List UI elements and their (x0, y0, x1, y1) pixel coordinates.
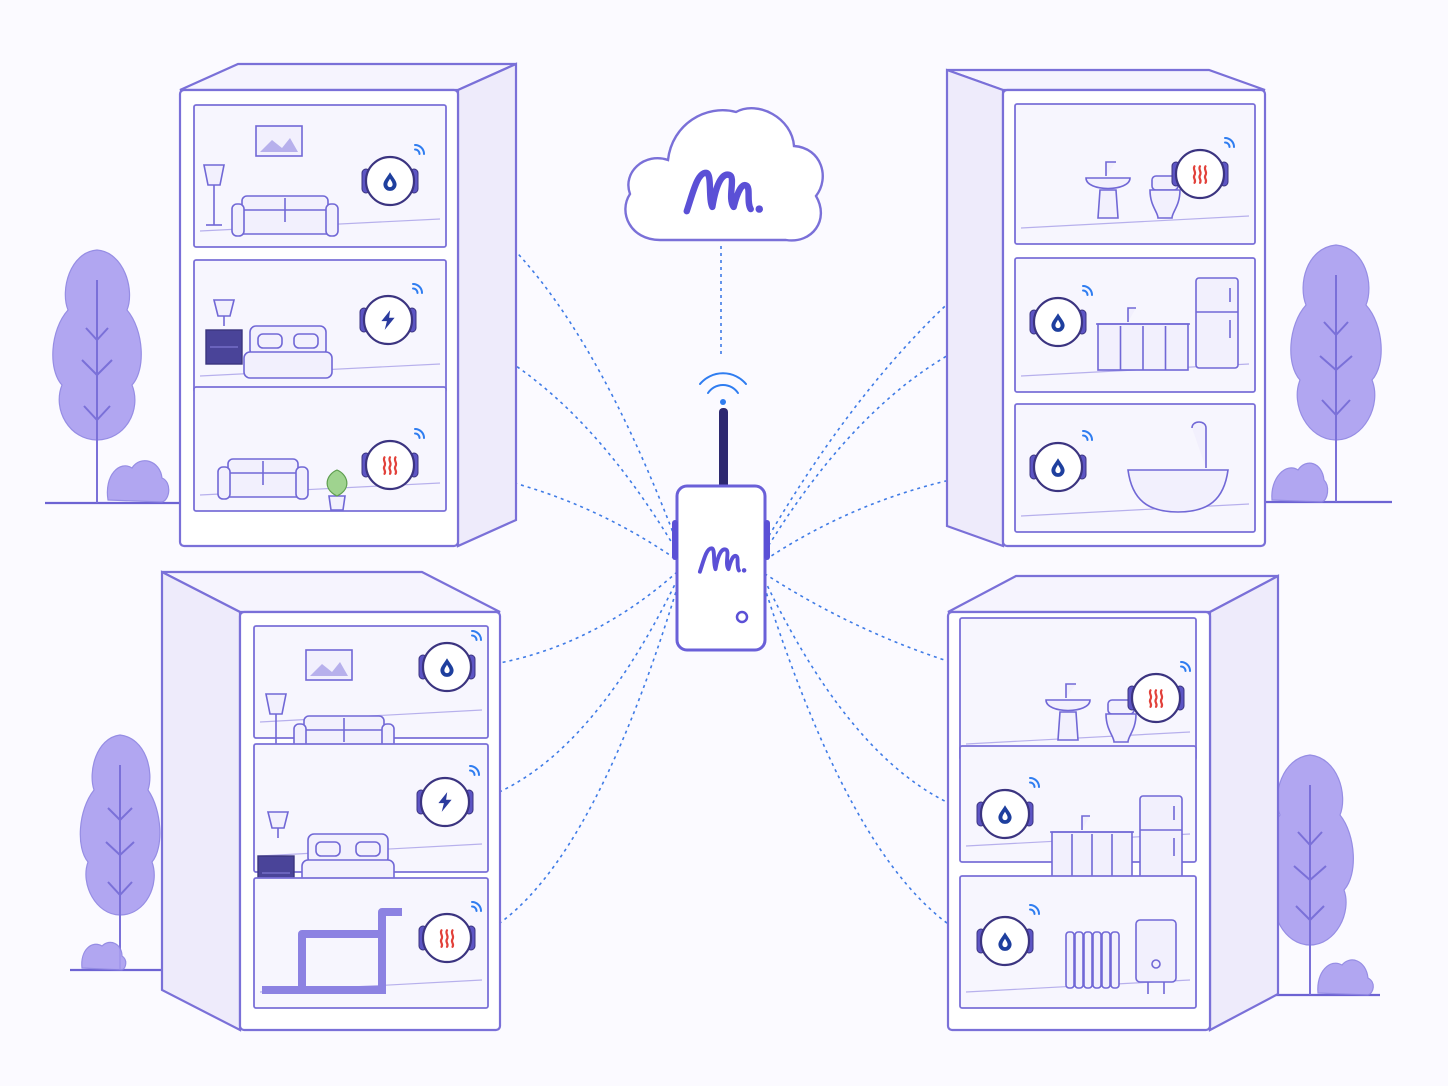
room-box (1014, 103, 1256, 245)
sofa-icon (217, 458, 309, 500)
room-floor (1020, 503, 1250, 517)
tree-icon (1266, 754, 1374, 996)
kitchen-cabinet-icon (1050, 815, 1134, 879)
room-box (253, 877, 489, 1009)
sink-icon (1045, 683, 1091, 741)
sofa-icon (231, 195, 339, 237)
nightstand-icon (205, 329, 243, 365)
pipes-icon (262, 908, 402, 994)
floor-lamp-icon (203, 164, 225, 226)
room-utility (253, 877, 489, 1009)
room-bedroom (193, 259, 447, 393)
sensor-water[interactable] (1029, 430, 1093, 493)
wifi-icon (699, 372, 747, 405)
sensor-link (472, 579, 678, 803)
bathtub-icon (1127, 421, 1229, 513)
building-side (160, 570, 242, 1032)
room-floor (1020, 215, 1250, 229)
room-kitchen (959, 745, 1197, 887)
tree-icon (1271, 244, 1382, 503)
sensor-power[interactable] (359, 283, 423, 346)
room-bathroom (1014, 103, 1256, 245)
bed-icon (301, 833, 395, 887)
building-side (456, 62, 518, 548)
room-kitchen (1014, 257, 1256, 393)
building-top-right (945, 68, 1267, 548)
fridge-icon (1195, 277, 1239, 369)
room-bathroom (959, 617, 1197, 761)
sensor-power[interactable] (416, 765, 480, 828)
potted-plant-icon (326, 469, 348, 511)
cloud-service (624, 107, 824, 242)
room-bath (1014, 403, 1256, 533)
sink-icon (1085, 161, 1131, 219)
sensor-heat[interactable] (1171, 137, 1235, 200)
table-lamp-icon (212, 299, 236, 326)
room-living-room (193, 104, 447, 248)
kitchen-cabinet-icon (1096, 307, 1190, 371)
trees (52, 244, 1382, 996)
room-boiler-room (959, 875, 1197, 1009)
building-bottom-right (946, 574, 1280, 1032)
building-side (945, 68, 1005, 548)
sensor-water[interactable] (976, 777, 1040, 840)
fridge-icon (1139, 795, 1183, 887)
sensor-link (764, 588, 978, 942)
tree-icon (79, 734, 161, 971)
gateway-device[interactable] (672, 372, 770, 652)
room-bedroom (253, 743, 489, 891)
buildings (160, 62, 1280, 1032)
room-living-room (253, 625, 489, 757)
sensor-heat[interactable] (361, 428, 425, 491)
sensor-heat[interactable] (418, 901, 482, 964)
wall-picture-icon (305, 649, 353, 681)
boiler-icon (1135, 919, 1177, 994)
antenna (719, 408, 728, 492)
wall-picture-icon (255, 125, 303, 157)
tree-icon (52, 249, 170, 503)
building-top-left (178, 62, 518, 548)
sensor-water[interactable] (418, 630, 482, 693)
radiator-icon (1065, 931, 1120, 989)
building-bottom-left (160, 570, 502, 1032)
bed-icon (243, 325, 333, 379)
building-side (1208, 574, 1280, 1032)
sensor-water[interactable] (976, 904, 1040, 967)
sensor-link (474, 571, 678, 668)
sensor-water[interactable] (1029, 285, 1093, 348)
room-lounge (193, 386, 447, 512)
status-led (735, 610, 749, 624)
sensor-water[interactable] (361, 144, 425, 207)
sensor-link (764, 580, 978, 815)
sensor-heat[interactable] (1127, 661, 1191, 724)
sensor-link (474, 588, 678, 939)
table-lamp-icon (266, 811, 290, 838)
